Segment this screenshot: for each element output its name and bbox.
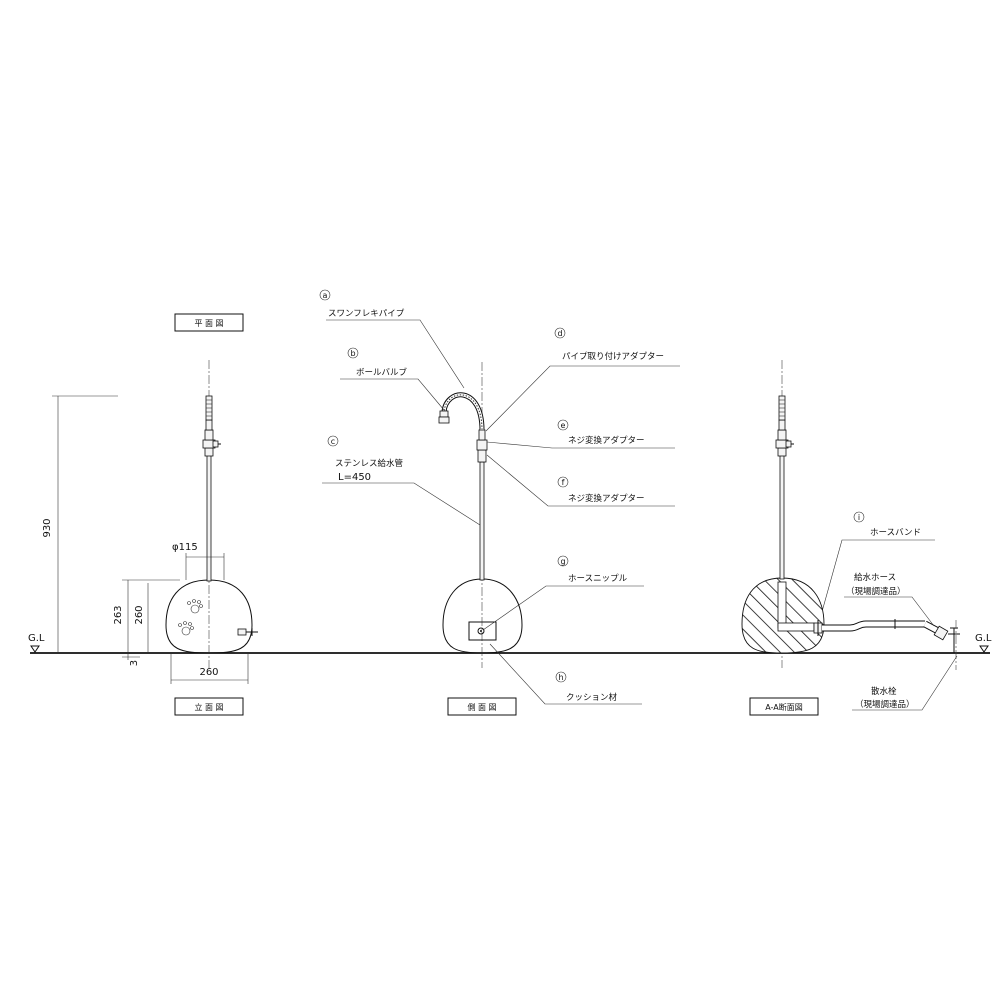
elevation-title-box [174,697,244,716]
dim-930-text: 930 [42,518,53,537]
paw-print-icon [178,599,203,636]
dimension-phi115: φ115 [172,542,225,580]
dim-260-horizontal-text: 260 [199,667,218,678]
callout-c-sub: L=450 [338,472,371,483]
callout-b-label: ボールバルブ [356,367,408,378]
side-pipe [479,461,485,581]
faucet-label: 散水栓 [871,686,897,697]
hose-sub-label: （現場調達品） [846,586,906,597]
callout-e-label: ネジ変換アダプター [568,435,645,446]
hose-nipple-circle [477,627,485,635]
hose-label: 給水ホース [854,572,896,583]
supply-hose [822,619,925,632]
callout-c-marker [327,435,339,447]
elevation-valve-assembly [202,395,221,457]
callout-i-label: ホースバンド [870,528,921,538]
section-valve-assembly [775,395,794,457]
section-inner-elbow [777,622,815,632]
dim-phi115-text: φ115 [172,542,198,553]
dim-3-text: 3 [129,660,140,666]
callout-b-marker [347,347,359,359]
cushion-box [468,621,497,641]
section-view: A-A断面図 [741,360,960,716]
hose-leader [844,596,935,627]
svg-text:g: g [560,557,565,566]
gl-left-label: G.L [28,633,45,644]
side-body [442,578,523,654]
callout-g-marker [557,555,569,567]
dimension-263: 263 [113,579,180,660]
elevation-title: 立 面 図 [194,702,223,712]
callout-c-label: ステンレス給水管 [335,458,403,469]
callout-d-label: パイプ取り付けアダプター [562,351,664,362]
dimension-260-horizontal: 260 [170,653,249,684]
callout-h-label: クッション材 [566,692,618,703]
svg-text:b: b [350,349,355,358]
callout-g-label: ホースニップル [568,574,628,584]
section-inner-pipe [777,581,787,629]
svg-text:i: i [858,513,860,522]
svg-text:e: e [561,421,566,430]
svg-text:a: a [323,291,328,300]
svg-text:f: f [562,478,565,487]
gl-right-label: G.L [975,633,992,644]
callout-a-label: スワンフレキパイプ [328,309,405,319]
callout-f-marker [557,476,569,488]
svg-text:d: d [557,329,562,338]
plan-title: 平 面 図 [194,319,223,328]
dimension-930: 930 [42,395,118,653]
plan-title-box [174,313,244,332]
faucet-leader [852,655,958,711]
section-pipe [779,454,785,580]
section-title: A-A断面図 [765,702,802,712]
dim-263-text: 263 [113,605,124,624]
callout-h-marker [555,671,567,683]
callout-f-label: ネジ変換アダプター [568,493,645,504]
faucet-icon [923,620,960,670]
elevation-pipe [206,454,212,582]
elevation-body [165,579,253,654]
callout-i-marker [853,511,865,523]
gl-left-marker [30,645,40,653]
side-title: 側 面 図 [467,702,496,712]
faucet-sub-label: （現場調達品） [855,699,915,710]
callouts: a スワンフレキパイプ b ボールバルブ c ステンレス給水管 L=450 d … [319,289,935,705]
section-title-box [749,697,819,716]
svg-text:c: c [331,437,335,446]
dimension-3: 3 [122,656,140,666]
side-view: 側 面 図 [438,362,523,716]
side-title-box [447,697,517,716]
svg-text:h: h [558,673,563,682]
callout-e-marker [557,419,569,431]
swan-flex-pipe [438,392,485,431]
dim-260-vertical-text: 260 [134,605,145,624]
gl-right-marker [979,645,989,653]
side-nipple [237,628,258,636]
side-fittings [476,429,488,463]
elevation-view: 平 面 図 立 面 図 [42,313,258,716]
callout-d-marker [554,327,566,339]
ground-line: G.L G.L [28,633,992,654]
dimension-260-vertical: 260 [134,583,149,653]
callout-a-marker [319,289,331,301]
